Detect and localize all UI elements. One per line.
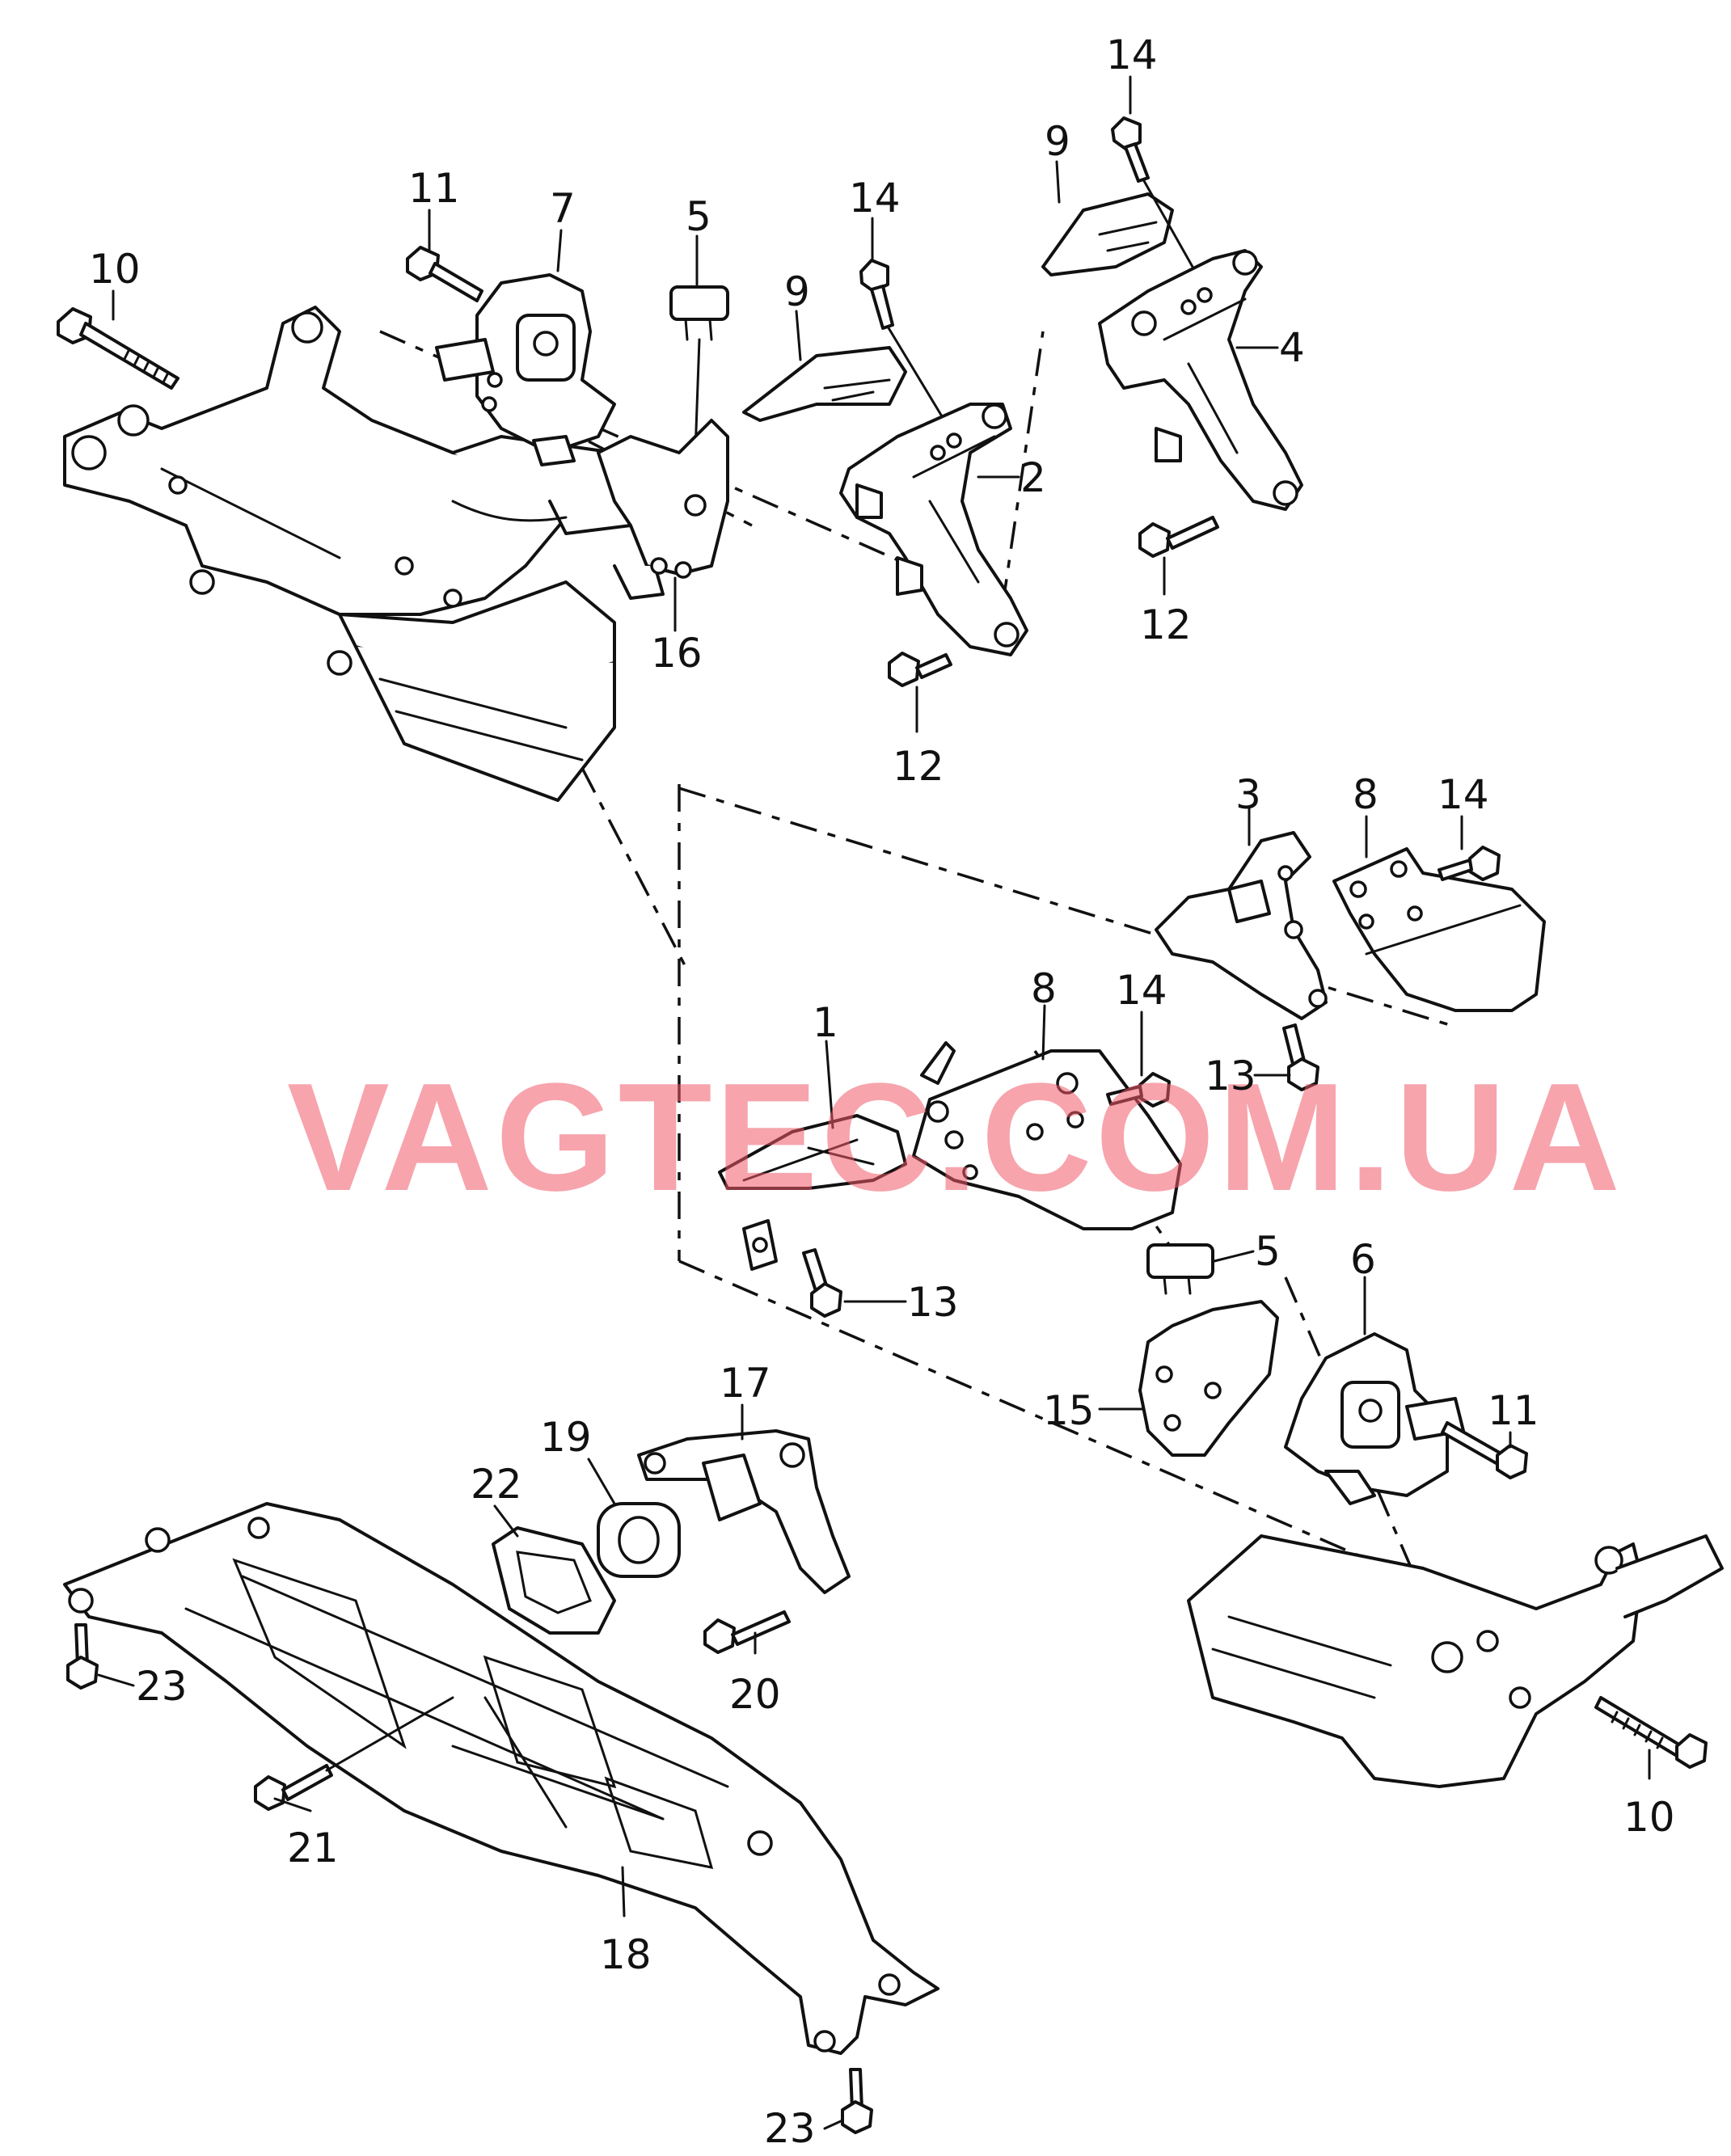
callout-17: 17 bbox=[720, 1360, 771, 1407]
callout-15: 15 bbox=[1043, 1387, 1095, 1434]
front-subframe bbox=[63, 306, 648, 802]
bracket-16 bbox=[597, 419, 729, 600]
bolt-12-right bbox=[1138, 516, 1219, 558]
bolt-12-mid bbox=[888, 652, 952, 687]
bracket-1 bbox=[718, 1114, 907, 1271]
bolt-14-top bbox=[1111, 116, 1194, 268]
buffer-5-top bbox=[669, 285, 729, 454]
bolt-20 bbox=[703, 1610, 791, 1654]
callout-18: 18 bbox=[600, 1931, 652, 1978]
mount-arm-2 bbox=[839, 403, 1028, 656]
callout-8: 8 bbox=[1031, 965, 1057, 1012]
callout-10: 10 bbox=[1623, 1794, 1675, 1841]
heat-shield-8-upper bbox=[1332, 847, 1546, 1012]
callout-20: 20 bbox=[729, 1671, 781, 1718]
callout-21: 21 bbox=[287, 1825, 339, 1871]
bushing-19 bbox=[597, 1502, 681, 1578]
callout-19: 19 bbox=[540, 1414, 592, 1461]
callout-4: 4 bbox=[1279, 324, 1305, 371]
callout-10: 10 bbox=[89, 246, 141, 293]
rear-subframe bbox=[1187, 1534, 1724, 1788]
engine-mount-6 bbox=[1284, 1332, 1465, 1505]
bolt-13-center bbox=[802, 1248, 842, 1318]
callout-14: 14 bbox=[1438, 771, 1489, 818]
bolt-14-mid bbox=[859, 259, 944, 418]
bolt-13-right bbox=[1282, 1023, 1319, 1091]
bolt-23-bottom bbox=[841, 2068, 873, 2134]
engine-mount-7 bbox=[435, 273, 616, 466]
bolt-11-top bbox=[406, 246, 483, 302]
heat-shield-9-mid bbox=[742, 346, 907, 422]
callout-13: 13 bbox=[1205, 1053, 1256, 1099]
crossmember-18 bbox=[63, 1502, 939, 2055]
callout-14: 14 bbox=[1106, 32, 1158, 78]
callout-5: 5 bbox=[686, 193, 711, 240]
callout-22: 22 bbox=[471, 1461, 522, 1508]
callout-23: 23 bbox=[764, 2105, 816, 2152]
bracket-17 bbox=[637, 1429, 851, 1594]
callout-5: 5 bbox=[1255, 1228, 1281, 1275]
callout-11: 11 bbox=[408, 165, 460, 212]
callout-8: 8 bbox=[1353, 771, 1378, 818]
bolt-11-right bbox=[1441, 1421, 1528, 1479]
bracket-3 bbox=[1155, 831, 1328, 1020]
callout-12: 12 bbox=[893, 743, 944, 790]
buffer-5-right bbox=[1146, 1243, 1214, 1295]
watermark-text: VAGTEC.COM.UA bbox=[287, 1052, 1623, 1223]
callout-3: 3 bbox=[1235, 771, 1261, 818]
callout-9: 9 bbox=[784, 268, 810, 315]
bolt-14-right bbox=[1438, 846, 1501, 881]
callout-7: 7 bbox=[550, 185, 576, 232]
heat-shield-9-top bbox=[1041, 192, 1174, 276]
bolt-21 bbox=[254, 1696, 454, 1811]
callout-16: 16 bbox=[651, 630, 703, 677]
callout-14: 14 bbox=[849, 175, 901, 222]
callout-9: 9 bbox=[1045, 118, 1070, 165]
callout-6: 6 bbox=[1350, 1236, 1376, 1283]
callout-13: 13 bbox=[907, 1279, 959, 1326]
bolt-10-right bbox=[1594, 1696, 1708, 1769]
callout-23: 23 bbox=[136, 1663, 188, 1710]
bracket-15 bbox=[1138, 1300, 1279, 1457]
bolt-23-left bbox=[66, 1623, 99, 1690]
leader-lines bbox=[97, 75, 1651, 2130]
callout-11: 11 bbox=[1488, 1387, 1539, 1434]
callout-2: 2 bbox=[1020, 454, 1046, 501]
bolt-10-top bbox=[57, 307, 179, 390]
bolt-14-center bbox=[1106, 1072, 1171, 1108]
callout-14: 14 bbox=[1116, 967, 1167, 1014]
seal-22 bbox=[492, 1526, 616, 1635]
callout-12: 12 bbox=[1140, 601, 1192, 648]
callout-1: 1 bbox=[813, 999, 838, 1046]
mount-arm-4 bbox=[1098, 249, 1303, 511]
callout-labels: 10 11 7 5 9 14 9 14 4 2 16 12 12 3 8 14 … bbox=[89, 32, 1675, 2152]
